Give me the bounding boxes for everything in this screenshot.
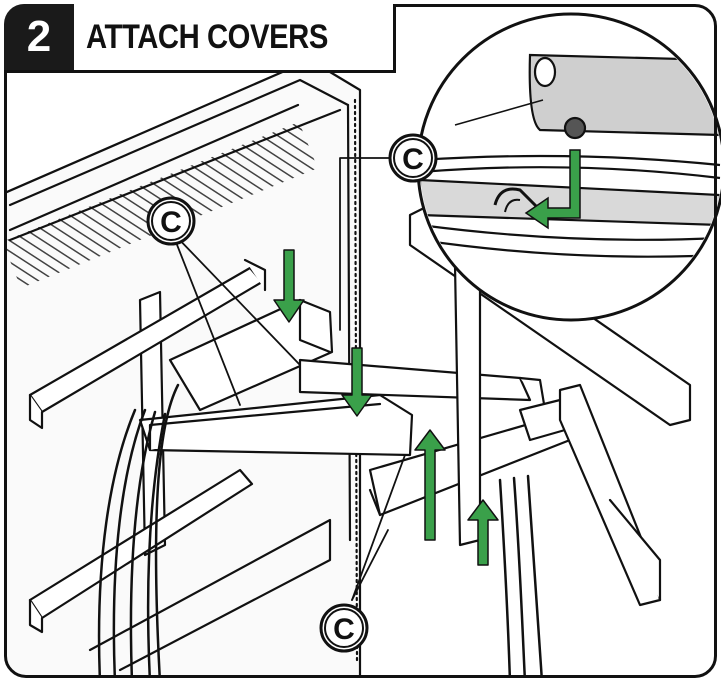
svg-text:C: C: [160, 206, 182, 239]
step-header: 2 ATTACH COVERS: [4, 4, 397, 73]
svg-text:C: C: [402, 143, 424, 176]
callout-top: C: [388, 133, 438, 183]
step-title: ATTACH COVERS: [86, 17, 328, 56]
callout-leaders: [171, 157, 406, 601]
cover-arrows: [273, 249, 499, 566]
callout-bottom: C: [319, 603, 369, 653]
svg-text:C: C: [333, 613, 355, 646]
arrow-up-1: [414, 429, 446, 541]
step-number-badge: 2: [4, 4, 74, 70]
cable-bundle: [97, 383, 544, 676]
articulating-arm: [138, 298, 572, 517]
arrow-detail: [524, 149, 581, 230]
zoom-detail: [416, 12, 721, 322]
arrow-down-2: [341, 347, 373, 417]
arrow-up-2: [467, 499, 499, 566]
callout-left: C: [146, 196, 196, 246]
arrow-down-1: [273, 249, 305, 323]
